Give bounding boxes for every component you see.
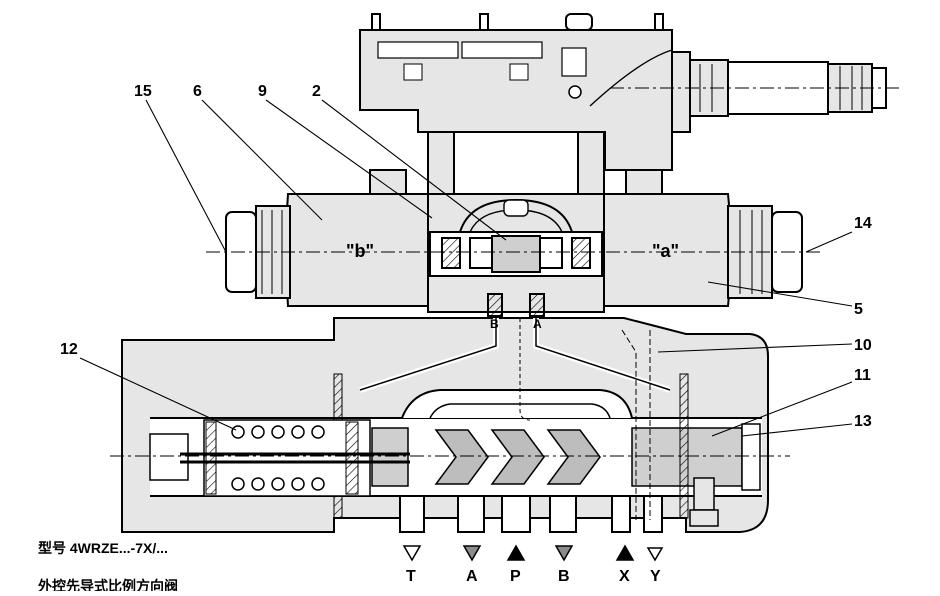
port-label-y: Y — [650, 568, 661, 585]
callout-5: 5 — [854, 301, 863, 318]
port-label-b: B — [558, 568, 570, 585]
connector-plug — [671, 51, 887, 133]
callout-9: 9 — [258, 83, 267, 100]
callout-10: 10 — [854, 337, 872, 354]
callout-15: 15 — [134, 83, 152, 100]
callout-14: 14 — [854, 215, 872, 232]
center-lines — [110, 87, 900, 457]
callout-13: 13 — [854, 413, 872, 430]
pilot-valve — [225, 193, 803, 317]
callout-11: 11 — [854, 367, 871, 384]
pilot-port-b-label: B — [490, 317, 499, 331]
electronics-housing — [359, 13, 673, 171]
callout-12: 12 — [60, 341, 78, 358]
port-label-t: T — [406, 568, 416, 585]
callout-2: 2 — [312, 83, 321, 100]
port-symbols — [402, 544, 664, 562]
solenoid-b-label: "b" — [346, 241, 375, 261]
pilot-supports — [369, 131, 663, 197]
model-caption: 型号 4WRZE...-7X/... — [38, 540, 168, 556]
port-label-x: X — [619, 568, 630, 585]
pilot-port-a-label: A — [533, 317, 542, 331]
callout-6: 6 — [193, 83, 202, 100]
port-label-p: P — [510, 568, 521, 585]
main-valve-body — [121, 317, 769, 533]
leader-lines — [79, 99, 853, 437]
description-caption: 外控先导式比例方向阀 — [38, 578, 178, 591]
port-label-a: A — [466, 568, 478, 585]
solenoid-a-label: "a" — [652, 241, 680, 261]
